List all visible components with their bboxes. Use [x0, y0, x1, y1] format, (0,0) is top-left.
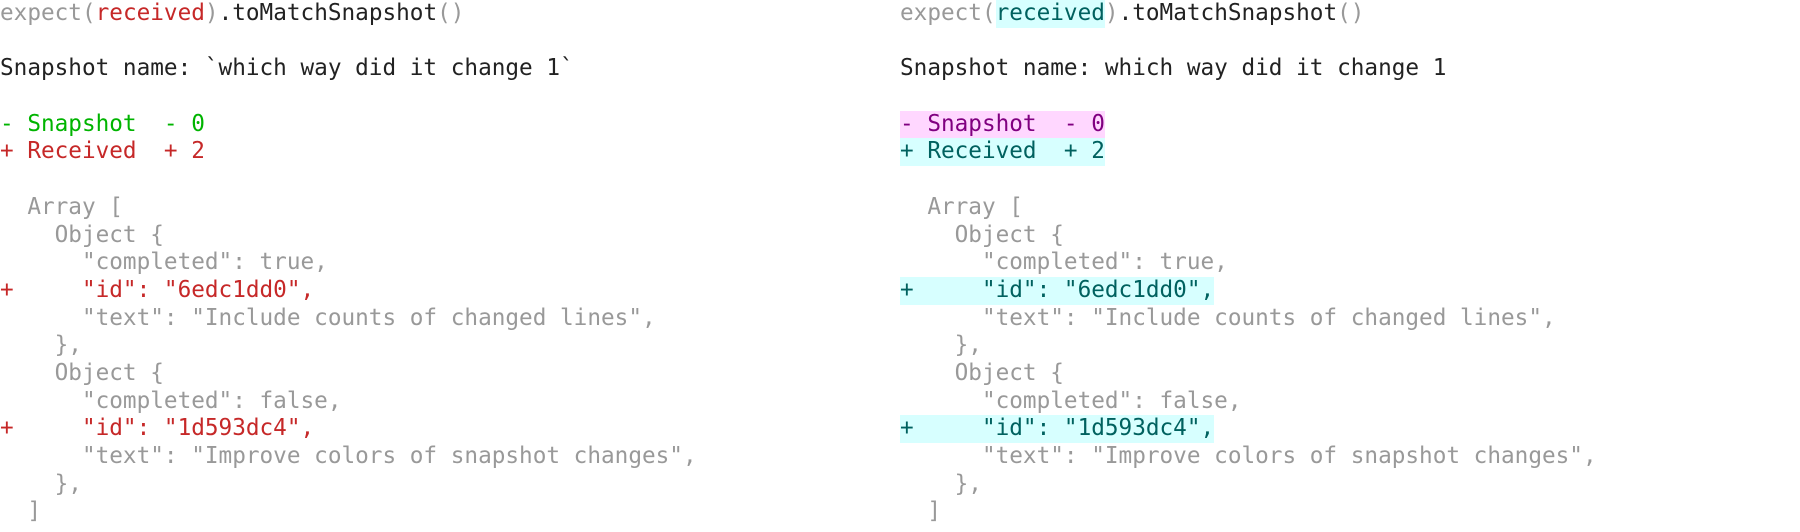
diff-line: - Snapshot - 0 [900, 110, 1597, 139]
diff-text-dim: ] [0, 498, 41, 525]
diff-line [900, 83, 1597, 111]
diff-line: "text": "Improve colors of snapshot chan… [900, 443, 1597, 471]
diff-text-teal: + "id": "1d593dc4", [900, 415, 1215, 443]
diff-text-dim: ) [1104, 0, 1119, 26]
diff-text-dim: }, [0, 470, 82, 497]
diff-line [0, 83, 697, 111]
diff-text-green: - Snapshot - 0 [0, 110, 205, 137]
diff-line: "completed": false, [900, 388, 1597, 416]
diff-line: + "id": "6edc1dd0", [0, 277, 697, 305]
diff-line: Snapshot name: `which way did it change … [0, 55, 697, 83]
diff-text-plain: Snapshot name: `which way did it change … [0, 55, 574, 82]
diff-line [900, 166, 1597, 194]
diff-text-teal: + "id": "6edc1dd0", [900, 276, 1215, 305]
diff-text-dim: "completed": true, [0, 249, 328, 276]
diff-text-red: received [95, 0, 205, 26]
diff-text-dim: }, [900, 332, 982, 359]
diff-line: expect(received).toMatchSnapshot() [900, 0, 1597, 28]
diff-text-dim: Object { [0, 221, 164, 248]
diff-text-red: + "id": "6edc1dd0", [0, 276, 315, 303]
diff-line: "completed": true, [0, 249, 697, 277]
diff-text-dim: Array [ [900, 193, 1023, 220]
diff-line: + "id": "6edc1dd0", [900, 276, 1597, 305]
diff-text-dim: () [1337, 0, 1365, 26]
diff-line: "text": "Include counts of changed lines… [0, 305, 697, 333]
diff-text-dim: "completed": false, [0, 387, 342, 414]
diff-text-dim: }, [0, 332, 82, 359]
diff-text-dim: expect( [0, 0, 96, 26]
diff-text-dim: "text": "Include counts of changed lines… [900, 304, 1556, 331]
diff-text-teal: received [995, 0, 1105, 28]
diff-text-plain: .toMatchSnapshot [218, 0, 438, 26]
diff-line: Array [ [900, 194, 1597, 222]
diff-line: "completed": true, [900, 249, 1597, 277]
diff-text-dim: }, [900, 470, 982, 497]
diff-line: + Received + 2 [0, 138, 697, 166]
diff-text-red: + "id": "1d593dc4", [0, 415, 315, 442]
diff-line: "completed": false, [0, 388, 697, 416]
diff-text-dim: () [437, 0, 465, 26]
diff-line: Object { [900, 360, 1597, 388]
diff-line: "text": "Improve colors of snapshot chan… [0, 443, 697, 471]
diff-text-dim: Object { [0, 359, 164, 386]
diff-text-plain: .toMatchSnapshot [1118, 0, 1338, 26]
diff-text-dim: Array [ [0, 193, 123, 220]
diff-line [0, 28, 697, 56]
diff-line: }, [900, 471, 1597, 499]
diff-text-dim: "completed": false, [900, 387, 1242, 414]
diff-text-dim: "text": "Include counts of changed lines… [0, 304, 656, 331]
diff-line: }, [0, 471, 697, 499]
diff-line: Object { [900, 222, 1597, 250]
diff-line: + "id": "1d593dc4", [0, 415, 697, 443]
diff-line: + Received + 2 [900, 138, 1597, 167]
diff-text-dim: ) [204, 0, 219, 26]
snapshot-diff-output-original: expect(received).toMatchSnapshot() Snapsh… [0, 0, 697, 526]
diff-line: Object { [0, 360, 697, 388]
diff-text-dim: expect( [900, 0, 996, 26]
diff-line: "text": "Include counts of changed lines… [900, 305, 1597, 333]
diff-line: - Snapshot - 0 [0, 111, 697, 139]
diff-line: }, [900, 332, 1597, 360]
diff-line: ] [0, 498, 697, 526]
diff-line: Array [ [0, 194, 697, 222]
diff-line: ] [900, 498, 1597, 526]
diff-line: expect(received).toMatchSnapshot() [0, 0, 697, 28]
diff-line: + "id": "1d593dc4", [900, 415, 1597, 443]
diff-text-dim: ] [900, 498, 941, 525]
diff-text-dim: Object { [900, 221, 1064, 248]
snapshot-diff-output-improved: expect(received).toMatchSnapshot() Snapsh… [900, 0, 1597, 526]
diff-text-dim: "completed": true, [900, 249, 1228, 276]
diff-text-teal: + Received + 2 [900, 138, 1105, 167]
diff-line [0, 166, 697, 194]
diff-line [900, 28, 1597, 56]
diff-line: Snapshot name: which way did it change 1 [900, 55, 1597, 83]
diff-text-plain: Snapshot name: which way did it change 1 [900, 55, 1447, 82]
diff-line: Object { [0, 222, 697, 250]
diff-text-red: + Received + 2 [0, 138, 205, 165]
diff-text-dim: Object { [900, 359, 1064, 386]
diff-text-purple: - Snapshot - 0 [900, 110, 1105, 139]
diff-text-dim: "text": "Improve colors of snapshot chan… [900, 443, 1597, 469]
diff-line: }, [0, 332, 697, 360]
diff-text-dim: "text": "Improve colors of snapshot chan… [0, 443, 697, 469]
